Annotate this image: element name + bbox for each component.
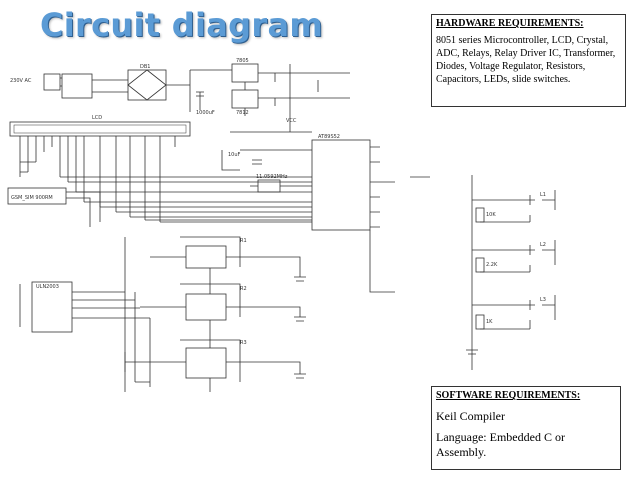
resistor-1 — [475, 207, 485, 223]
regulator-1 — [231, 63, 259, 83]
gsm-module — [7, 187, 67, 205]
res1-label: 10K — [486, 212, 496, 218]
load3-label: L3 — [540, 297, 546, 303]
cap-label: 1000uF — [196, 110, 215, 116]
regulator-2 — [231, 89, 259, 109]
lcd-module — [9, 121, 191, 137]
transformer — [61, 73, 93, 99]
res3-label: 1K — [486, 319, 493, 325]
relay1-label: R1 — [240, 238, 247, 244]
slide-title: Circuit diagram — [40, 6, 323, 44]
mcu-label: AT89S52 — [318, 134, 340, 140]
relay2-label: R2 — [240, 286, 247, 292]
resistor-3 — [475, 314, 485, 330]
relay3-label: R3 — [240, 340, 247, 346]
hardware-heading: HARDWARE REQUIREMENTS: — [436, 18, 584, 29]
relay-2 — [185, 293, 227, 321]
reg2-label: 7812 — [236, 110, 249, 116]
bridge-rectifier — [127, 69, 167, 101]
load-circuit: L1 L2 L3 10K 2.2K 1K — [466, 175, 556, 370]
relay-driver-ic — [31, 281, 73, 333]
reg1-label: 7805 — [236, 58, 249, 64]
microcontroller — [311, 139, 371, 231]
load2-label: L2 — [540, 242, 546, 248]
bridge-label: DB1 — [140, 64, 150, 70]
hardware-requirements-box: HARDWARE REQUIREMENTS: 8051 series Micro… — [431, 14, 626, 107]
software-heading: SOFTWARE REQUIREMENTS: — [436, 390, 581, 401]
load1-label: L1 — [540, 192, 546, 198]
power-input-label: 230V AC — [10, 78, 32, 84]
power-connector — [43, 73, 61, 91]
software-compiler: Keil Compiler — [436, 409, 505, 423]
resistor-2 — [475, 257, 485, 273]
lcd-label: LCD — [92, 115, 102, 121]
relay-1 — [185, 245, 227, 269]
relay-3 — [185, 347, 227, 379]
crystal-label: 11.0592MHz — [256, 174, 288, 180]
cap2-label: 10uF — [228, 152, 241, 158]
res2-label: 2.2K — [486, 262, 498, 268]
vcc-label: VCC — [286, 118, 297, 124]
gsm-label: GSM_SIM 900RM — [11, 195, 53, 201]
software-requirements-box: SOFTWARE REQUIREMENTS: Keil Compiler Lan… — [431, 386, 621, 470]
relay-driver-label: ULN2003 — [36, 284, 59, 290]
circuit-diagram: LCD AT89S52 GSM_SIM 900RM ULN2003 230V A… — [7, 58, 430, 392]
software-language: Language: Embedded C or Assembly. — [436, 430, 565, 459]
hardware-body: 8051 series Microcontroller, LCD, Crysta… — [436, 35, 616, 85]
